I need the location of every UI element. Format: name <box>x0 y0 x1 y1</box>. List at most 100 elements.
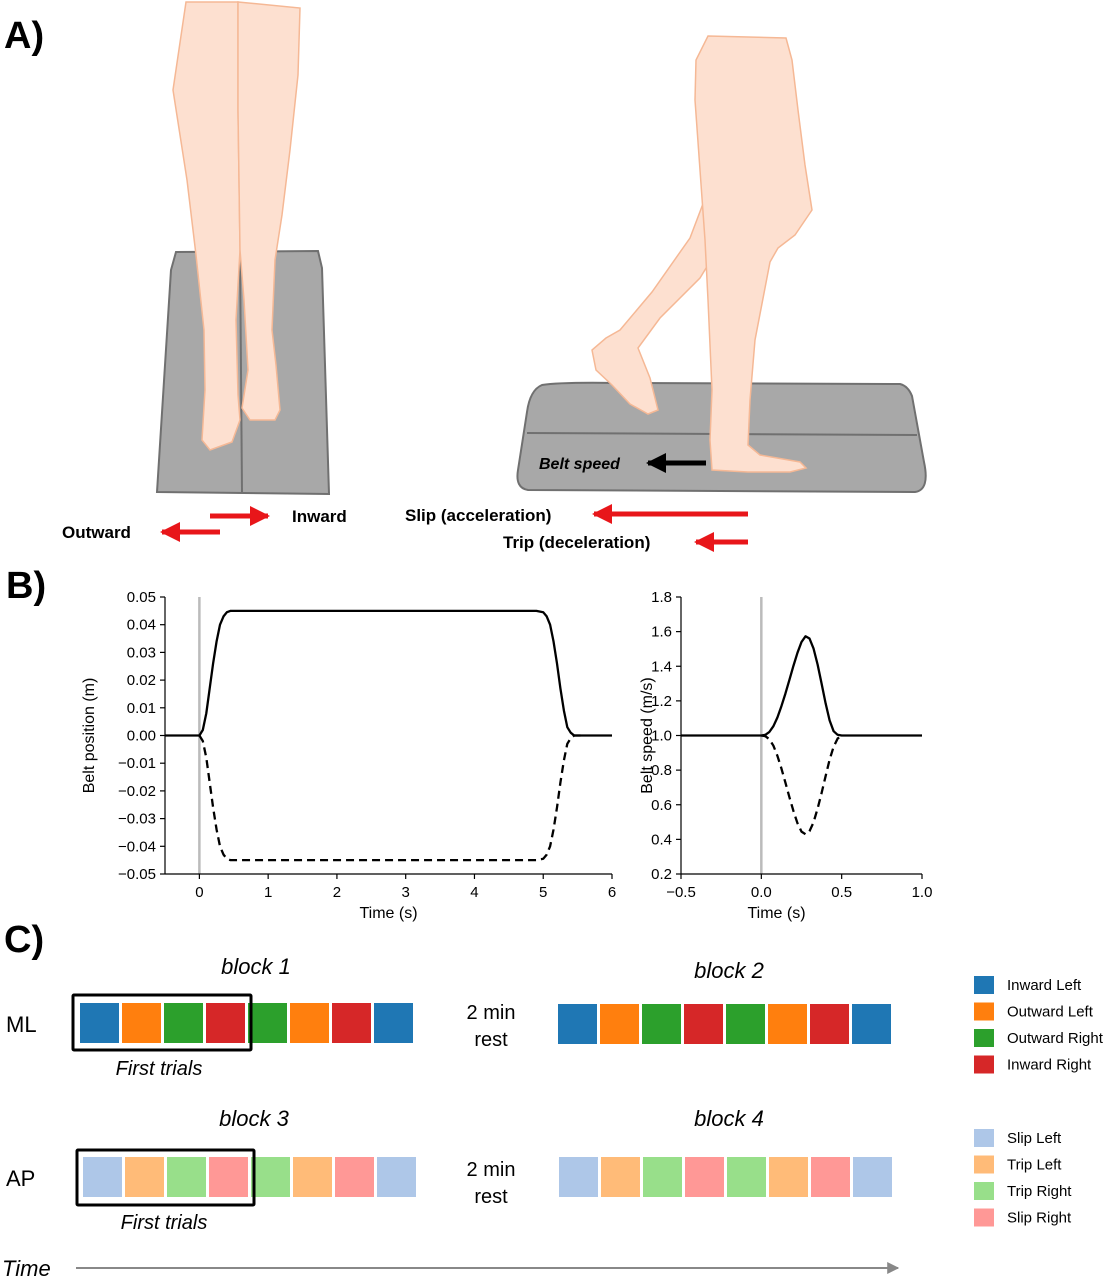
ap-legs-figure <box>591 35 813 473</box>
trial-square <box>122 1003 161 1043</box>
trial-square <box>852 1004 891 1044</box>
ml-first-trials-box <box>71 993 253 1052</box>
trial-square <box>726 1004 765 1044</box>
trial-square <box>251 1157 290 1197</box>
y-tick-label: 0.01 <box>127 700 156 717</box>
dashed-series-line <box>761 734 843 836</box>
y-tick-label: 0.2 <box>651 866 672 883</box>
trial-square <box>559 1157 598 1197</box>
y-tick-label: −0.02 <box>118 783 156 800</box>
outward-label: Outward <box>62 523 131 542</box>
legend-swatch <box>974 1029 994 1047</box>
x-tick-label: 4 <box>470 884 478 901</box>
x-tick-label: 1.0 <box>912 884 933 901</box>
trial-square <box>727 1157 766 1197</box>
ap-block-3-trials <box>83 1157 416 1197</box>
x-tick-label: 0.0 <box>751 884 772 901</box>
ap-rest-line2: rest <box>474 1186 508 1208</box>
legend-swatch <box>974 1155 994 1174</box>
legend-label: Outward Right <box>1007 1030 1104 1047</box>
trial-square <box>83 1157 122 1197</box>
trial-square <box>125 1157 164 1197</box>
dashed-series-line <box>198 734 585 862</box>
block-2-label: block 2 <box>694 958 764 983</box>
trip-label: Trip (deceleration) <box>503 533 650 552</box>
legend-label: Slip Right <box>1007 1210 1072 1227</box>
x-tick-label: 5 <box>539 884 547 901</box>
y-tick-label: 0.05 <box>127 589 156 606</box>
legend-swatch <box>974 1208 994 1227</box>
trial-square <box>80 1003 119 1043</box>
ml-treadmill <box>155 249 331 496</box>
y-tick-label: −0.03 <box>118 811 156 828</box>
ap-block-4-trials <box>559 1157 892 1197</box>
ml-right-leg <box>237 1 301 421</box>
trial-square <box>167 1157 206 1197</box>
trial-square <box>601 1157 640 1197</box>
y-tick-label: 0.02 <box>127 672 156 689</box>
y-tick-label: −0.04 <box>118 838 156 855</box>
y-tick-label: 1.2 <box>651 693 672 710</box>
x-tick-label: 3 <box>402 884 410 901</box>
panel-b-label: B) <box>6 565 46 607</box>
legend-label: Trip Right <box>1007 1183 1072 1200</box>
inward-label: Inward <box>292 507 347 526</box>
block-1-label: block 1 <box>221 954 291 979</box>
ap-rest-line1: 2 min <box>467 1159 516 1181</box>
trial-square <box>206 1003 245 1043</box>
ml-block-2-trials <box>558 1004 891 1044</box>
trial-square <box>377 1157 416 1197</box>
block-3-label: block 3 <box>219 1106 289 1131</box>
trial-square <box>248 1003 287 1043</box>
legend-swatch <box>974 1182 994 1200</box>
x-tick-label: 0 <box>195 884 203 901</box>
y-tick-label: 0.03 <box>127 644 156 661</box>
x-tick-label: 0.5 <box>831 884 852 901</box>
trial-square <box>853 1157 892 1197</box>
y-tick-label: −0.05 <box>118 866 156 883</box>
slip-label: Slip (acceleration) <box>405 506 551 525</box>
ml-belt-split <box>239 251 243 494</box>
trial-square <box>290 1003 329 1043</box>
y-tick-label: 1.4 <box>651 658 672 675</box>
panel-a-label: A) <box>4 15 44 57</box>
trial-square <box>769 1157 808 1197</box>
trial-square <box>811 1157 850 1197</box>
solid-series-line <box>681 635 922 737</box>
ap-first-trials-label: First trials <box>121 1212 208 1234</box>
belt-speed-label: Belt speed <box>539 456 621 473</box>
x-tick-label: −0.5 <box>666 884 696 901</box>
y-tick-label: −0.01 <box>118 755 156 772</box>
x-axis-label: Time (s) <box>747 905 805 922</box>
block-4-label: block 4 <box>694 1106 764 1131</box>
y-tick-label: 1.0 <box>651 728 672 745</box>
ml-belt <box>155 249 331 496</box>
trial-square <box>332 1003 371 1043</box>
trial-square <box>642 1004 681 1044</box>
y-tick-label: 0.6 <box>651 797 672 814</box>
legend-swatch <box>974 976 994 994</box>
ml-first-trials-label: First trials <box>116 1058 203 1080</box>
x-tick-label: 1 <box>264 884 272 901</box>
row-label-ml: ML <box>6 1012 37 1037</box>
legend-swatch <box>974 1129 994 1147</box>
trial-square <box>164 1003 203 1043</box>
x-tick-label: 6 <box>608 884 616 901</box>
solid-series-line <box>165 609 612 737</box>
legend-label: Slip Left <box>1007 1130 1062 1147</box>
trial-square <box>768 1004 807 1044</box>
trial-square <box>810 1004 849 1044</box>
y-tick-label: 1.8 <box>651 589 672 606</box>
ml-rest-line1: 2 min <box>467 1002 516 1024</box>
ap-first-trials-box <box>75 1148 256 1207</box>
ap-front-leg <box>694 35 813 473</box>
y-tick-label: 0.00 <box>127 728 156 745</box>
trial-square <box>558 1004 597 1044</box>
ml-block-1-trials <box>80 1003 413 1043</box>
time-label: Time <box>2 1256 51 1280</box>
trial-square <box>685 1157 724 1197</box>
ml-legs-figure <box>172 1 301 451</box>
